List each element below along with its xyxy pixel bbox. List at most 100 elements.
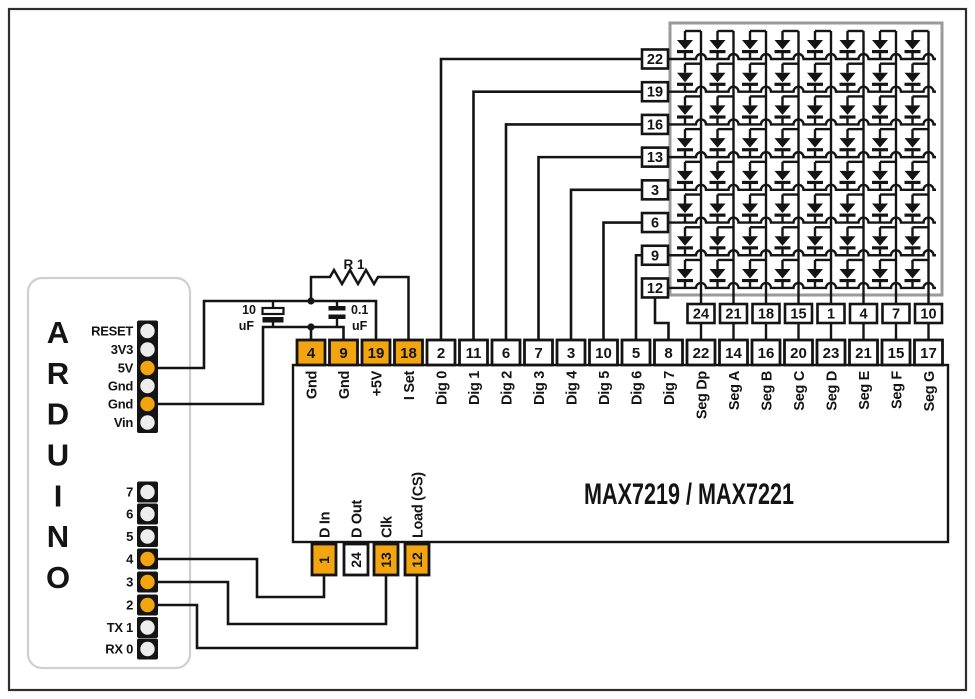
arduino-pin-d5-hole bbox=[140, 529, 155, 544]
page-frame bbox=[7, 7, 968, 692]
led-diode-triangle bbox=[742, 170, 758, 181]
matrix-col-pin-number: 24 bbox=[693, 307, 709, 323]
arduino-pin-reset-0-hole bbox=[140, 323, 155, 339]
led-cathode-bar bbox=[709, 115, 726, 119]
led-cathode-bar bbox=[904, 278, 921, 283]
led-diode-triangle bbox=[904, 268, 921, 279]
arduino-board-letter: R bbox=[47, 356, 69, 391]
chip-pin-number: 14 bbox=[725, 345, 742, 362]
capacitor-01uf-plate bbox=[328, 306, 346, 311]
led-cathode-bar bbox=[872, 50, 888, 54]
led-diode-triangle bbox=[709, 203, 726, 214]
chip-pin-number: 6 bbox=[502, 345, 510, 362]
led-cathode-bar bbox=[774, 278, 791, 283]
arduino-pin-label: Gnd bbox=[108, 379, 133, 394]
chip-pin-box-9 bbox=[328, 338, 359, 367]
matrix-col-pin-number: 15 bbox=[790, 307, 806, 323]
chip-title: MAX7219 / MAX7221 bbox=[584, 476, 794, 510]
led-diode-triangle bbox=[774, 236, 791, 246]
chip-pin-box-14 bbox=[718, 338, 749, 367]
chip-pin-label: Dig 5 bbox=[597, 371, 613, 405]
chip-pin-label: D Out bbox=[350, 500, 366, 538]
led-diode-triangle bbox=[904, 138, 921, 148]
led-diode-triangle bbox=[677, 268, 693, 279]
arduino-pin-3v3-1-hole bbox=[140, 342, 155, 357]
led-cathode-bar bbox=[807, 278, 823, 283]
chip-pin-number: 23 bbox=[823, 345, 840, 362]
led-cathode-bar bbox=[904, 180, 921, 185]
chip-pin-box-18 bbox=[393, 338, 424, 367]
led-cathode-bar bbox=[872, 148, 888, 152]
led-diode-triangle bbox=[904, 40, 921, 50]
arduino-pin-label: 3 bbox=[126, 575, 133, 590]
led-cathode-bar bbox=[872, 115, 888, 119]
arduino-pin-d6-hole bbox=[140, 506, 155, 522]
chip-pin-number: 16 bbox=[758, 345, 775, 362]
arduino-pin-dTX1-hole bbox=[140, 620, 155, 635]
led-diode-triangle bbox=[839, 40, 856, 50]
arduino-pin-label: 3V3 bbox=[111, 342, 133, 357]
led-diode-triangle bbox=[839, 105, 856, 115]
led-cathode-bar bbox=[774, 213, 791, 217]
led-diode-triangle bbox=[904, 236, 921, 246]
led-cathode-bar bbox=[807, 50, 823, 54]
led-cathode-bar bbox=[872, 180, 888, 185]
routing-wire-dig4 bbox=[569, 188, 642, 340]
junction-dot bbox=[307, 323, 315, 331]
matrix-col-pin-number: 21 bbox=[725, 307, 741, 323]
chip-pin-label: D In bbox=[318, 512, 334, 538]
arduino-pin-label: RX 0 bbox=[105, 642, 133, 657]
chip-pin-box-17 bbox=[913, 338, 944, 367]
chip-pin-box-19 bbox=[360, 338, 392, 367]
chip-pin-number: 9 bbox=[339, 345, 347, 362]
chip-pin-label: Dig 0 bbox=[435, 371, 451, 405]
led-cathode-bar bbox=[677, 50, 693, 54]
led-diode-triangle bbox=[872, 138, 888, 148]
arduino-board-letter: N bbox=[47, 519, 69, 554]
led-diode-triangle bbox=[839, 170, 856, 181]
led-matrix-frame bbox=[668, 21, 944, 297]
led-diode-triangle bbox=[709, 236, 726, 246]
led-cathode-bar bbox=[807, 115, 823, 119]
chip-pin-label: Dig 4 bbox=[565, 371, 581, 405]
arduino-pin-label: RESET bbox=[91, 324, 133, 339]
led-diode-triangle bbox=[709, 72, 726, 83]
chip-pin-number: 1 bbox=[316, 556, 332, 564]
chip-pin-number: 2 bbox=[437, 345, 445, 362]
capacitor-10uf-value: 10 bbox=[242, 303, 256, 317]
chip-pin-label: Dig 6 bbox=[630, 371, 646, 405]
led-cathode-bar bbox=[709, 50, 726, 54]
chip-pin-number: 7 bbox=[534, 345, 542, 362]
led-cathode-bar bbox=[904, 82, 921, 86]
arduino-board-letter: O bbox=[46, 560, 70, 595]
capacitor-01uf-unit: uF bbox=[352, 319, 368, 333]
chip-pin-box-4 bbox=[295, 338, 327, 367]
arduino-pin-label: 6 bbox=[126, 507, 133, 522]
led-diode-triangle bbox=[807, 268, 823, 279]
led-diode-triangle bbox=[774, 72, 791, 83]
led-diode-triangle bbox=[774, 203, 791, 214]
chip-pin-number: 5 bbox=[632, 345, 640, 362]
chip-pin-box-3 bbox=[555, 338, 587, 367]
matrix-col-pin-number: 10 bbox=[920, 307, 936, 323]
led-diode-triangle bbox=[872, 72, 888, 83]
led-cathode-bar bbox=[709, 180, 726, 185]
chip-pin-label: Seg G bbox=[922, 371, 938, 411]
led-diode-triangle bbox=[807, 236, 823, 246]
chip-pin-number: 4 bbox=[307, 345, 316, 362]
led-cathode-bar bbox=[904, 213, 921, 217]
chip-pin-box-10 bbox=[588, 338, 619, 367]
capacitor-10uf-plate-positive bbox=[261, 306, 285, 316]
chip-pin-number: 3 bbox=[567, 345, 575, 362]
led-diode-triangle bbox=[904, 203, 921, 214]
resistor-r1-label: R 1 bbox=[343, 257, 365, 272]
routing-wire-dig3 bbox=[537, 155, 642, 340]
arduino-pin-label: Vin bbox=[114, 415, 133, 430]
chip-pin-label: Gnd bbox=[337, 371, 353, 399]
led-diode-triangle bbox=[774, 170, 791, 181]
chip-pin-label: Dig 3 bbox=[532, 371, 548, 405]
led-diode-triangle bbox=[839, 203, 856, 214]
led-cathode-bar bbox=[709, 148, 726, 152]
